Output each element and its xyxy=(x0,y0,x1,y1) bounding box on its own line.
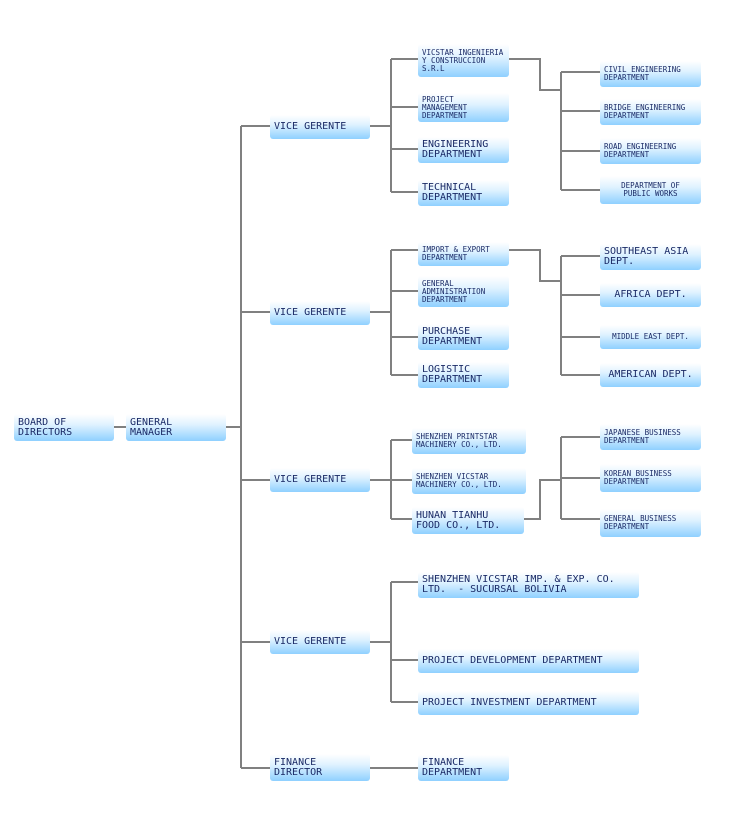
vp2-dept-africa: AFRICA DEPT. xyxy=(600,283,701,307)
vp2-dept-middle-east: MIDDLE EAST DEPT. xyxy=(600,325,701,349)
finance-director-box: FINANCE DIRECTOR xyxy=(270,754,370,781)
vp3-dept-korean-business: KOREAN BUSINESS DEPARTMENT xyxy=(600,464,701,492)
vp2-dept-american: AMERICAN DEPT. xyxy=(600,363,701,387)
vp1-sub-engineering: ENGINEERING DEPARTMENT xyxy=(418,137,509,163)
vp1-sub-technical: TECHNICAL DEPARTMENT xyxy=(418,180,509,206)
vice-gerente-3-box: VICE GERENTE xyxy=(270,468,370,492)
vp2-dept-southeast-asia: SOUTHEAST ASIA DEPT. xyxy=(600,244,701,270)
vp1-sub-project-management: PROJECT MANAGEMENT DEPARTMENT xyxy=(418,93,509,122)
vp3-dept-general-business: GENERAL BUSINESS DEPARTMENT xyxy=(600,509,701,537)
vp2-sub-import-export: IMPORT & EXPORT DEPARTMENT xyxy=(418,242,509,266)
vice-gerente-4-box: VICE GERENTE xyxy=(270,630,370,654)
vp1-dept-civil-engineering: CIVIL ENGINEERING DEPARTMENT xyxy=(600,61,701,87)
vp1-sub-vicstar-ingenieria: VICSTAR INGENIERIA Y CONSTRUCCION S.R.L xyxy=(418,44,509,77)
vp4-sub-project-investment: PROJECT INVESTMENT DEPARTMENT xyxy=(418,691,639,715)
vp3-dept-japanese-business: JAPANESE BUSINESS DEPARTMENT xyxy=(600,424,701,450)
vp3-sub-hunan-tianhu: HUNAN TIANHU FOOD CO., LTD. xyxy=(412,507,524,534)
vp1-dept-bridge-engineering: BRIDGE ENGINEERING DEPARTMENT xyxy=(600,99,701,125)
general-manager-box: GENERAL MANAGER xyxy=(126,414,226,441)
finance-department-box: FINANCE DEPARTMENT xyxy=(418,755,509,781)
vp2-sub-logistic: LOGISTIC DEPARTMENT xyxy=(418,362,509,388)
vice-gerente-1-box: VICE GERENTE xyxy=(270,115,370,139)
vp2-sub-purchase: PURCHASE DEPARTMENT xyxy=(418,324,509,350)
vp3-sub-shenzhen-vicstar-machinery: SHENZHEN VICSTAR MACHINERY CO., LTD. xyxy=(412,468,526,494)
board-of-directors-box: BOARD OF DIRECTORS xyxy=(14,414,114,441)
vp4-sub-project-development: PROJECT DEVELOPMENT DEPARTMENT xyxy=(418,649,639,673)
vice-gerente-2-box: VICE GERENTE xyxy=(270,301,370,325)
vp1-dept-road-engineering: ROAD ENGINEERING DEPARTMENT xyxy=(600,138,701,164)
vp4-sub-shenzhen-vicstar-imp-exp: SHENZHEN VICSTAR IMP. & EXP. CO. LTD. - … xyxy=(418,572,639,598)
vp2-sub-general-administration: GENERAL ADMINISTRATION DEPARTMENT xyxy=(418,276,509,307)
vp1-dept-public-works: DEPARTMENT OF PUBLIC WORKS xyxy=(600,176,701,204)
vp3-sub-shenzhen-printstar: SHENZHEN PRINTSTAR MACHINERY CO., LTD. xyxy=(412,428,526,454)
